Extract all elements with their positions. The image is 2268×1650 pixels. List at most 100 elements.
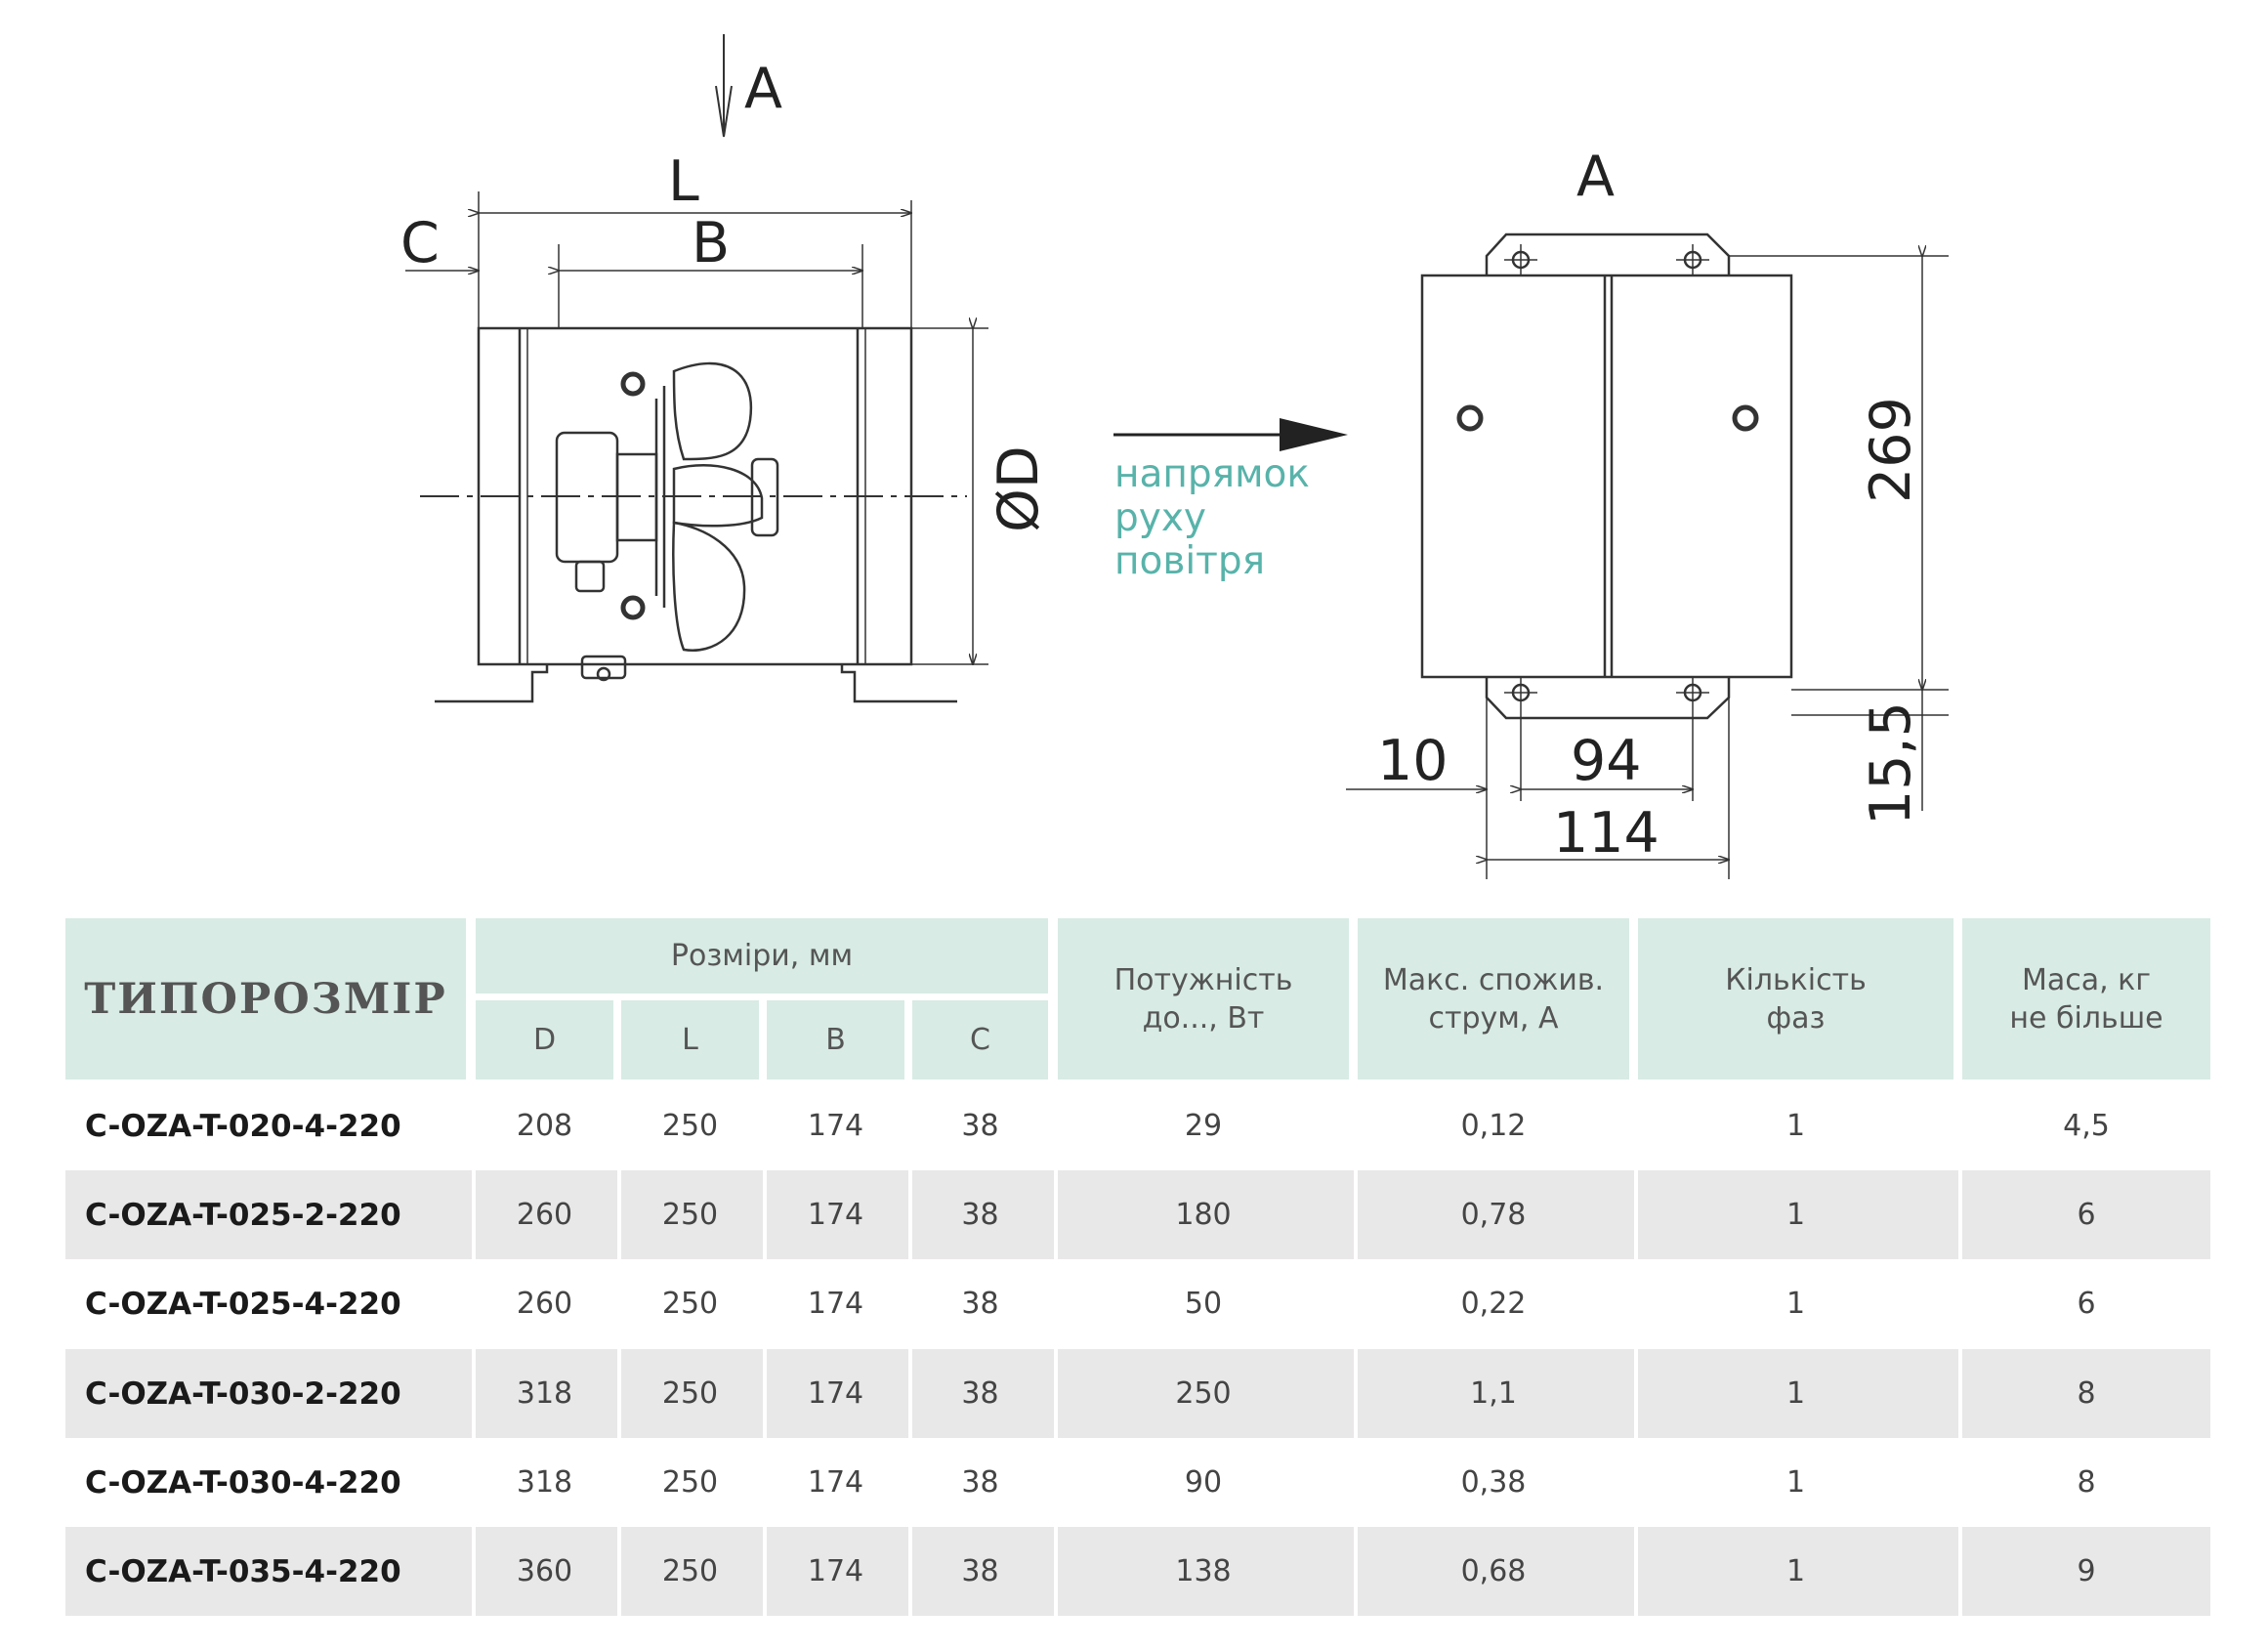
cell-power: 250	[1175, 1376, 1232, 1411]
cell-current: 0,12	[1460, 1109, 1527, 1143]
cell-l: 250	[661, 1376, 719, 1411]
header-mass-line1: Маса, кг	[2021, 962, 2152, 997]
cell-l: 250	[661, 1109, 719, 1143]
cell-current: 0,78	[1460, 1198, 1527, 1232]
airflow-text-line3: повітря	[1114, 539, 1265, 583]
column-divider	[1054, 1081, 1058, 1170]
column-divider	[1354, 1259, 1358, 1348]
column-divider	[908, 1349, 912, 1438]
column-divider	[908, 1438, 912, 1527]
column-divider	[1354, 1081, 1358, 1170]
dim-label-114: 114	[1553, 801, 1659, 866]
header-mass-line2: не більше	[2009, 1000, 2163, 1036]
cell-c: 38	[961, 1287, 999, 1321]
column-divider	[763, 1170, 767, 1259]
cell-b: 174	[807, 1198, 864, 1232]
column-divider	[617, 1259, 621, 1348]
cell-current: 0,22	[1460, 1287, 1527, 1321]
column-divider	[472, 1081, 476, 1170]
column-divider	[617, 1170, 621, 1259]
airflow-text-line1: напрямок	[1114, 452, 1310, 496]
cell-phases: 1	[1785, 1198, 1806, 1232]
dim-label-B: B	[692, 211, 730, 275]
column-divider	[617, 1438, 621, 1527]
column-divider	[1634, 1170, 1638, 1259]
column-divider	[1634, 1438, 1638, 1527]
table-row	[65, 1438, 2210, 1527]
cell-mass: 6	[2077, 1287, 2096, 1321]
column-divider	[1054, 1349, 1058, 1438]
cell-current: 0,38	[1460, 1465, 1527, 1500]
cell-mass: 8	[2077, 1376, 2096, 1411]
table-row	[65, 1349, 2210, 1438]
cell-c: 38	[961, 1465, 999, 1500]
cell-power: 138	[1175, 1554, 1232, 1588]
cell-mass: 8	[2077, 1465, 2096, 1500]
column-divider	[1354, 1170, 1358, 1259]
column-divider	[472, 1170, 476, 1259]
cell-phases: 1	[1785, 1376, 1806, 1411]
cell-model: C-OZA-T-030-2-220	[85, 1375, 401, 1412]
cell-model: C-OZA-T-020-4-220	[85, 1108, 401, 1144]
column-divider	[1634, 1349, 1638, 1438]
column-divider	[908, 1527, 912, 1616]
column-divider	[1054, 1170, 1058, 1259]
cell-model: C-OZA-T-030-4-220	[85, 1464, 401, 1501]
cell-d: 360	[516, 1554, 573, 1588]
header-l: L	[621, 1000, 759, 1079]
cell-c: 38	[961, 1376, 999, 1411]
column-divider	[617, 1527, 621, 1616]
cell-d: 318	[516, 1465, 573, 1500]
front-view	[1346, 233, 1949, 879]
cell-current: 0,68	[1460, 1554, 1527, 1588]
view-arrow-label: A	[744, 57, 782, 121]
header-power-line2: до..., Вт	[1142, 1000, 1265, 1036]
column-divider	[472, 1259, 476, 1348]
cell-b: 174	[807, 1287, 864, 1321]
cell-b: 174	[807, 1465, 864, 1500]
side-view	[405, 34, 988, 703]
header-phases: Кількість фаз	[1638, 918, 1953, 1079]
cell-l: 250	[661, 1554, 719, 1588]
column-divider	[1958, 1349, 1962, 1438]
header-current: Макс. спожив. струм, А	[1358, 918, 1629, 1079]
cell-b: 174	[807, 1109, 864, 1143]
cell-model: C-OZA-T-025-2-220	[85, 1197, 401, 1233]
cell-power: 29	[1184, 1109, 1223, 1143]
header-d: D	[476, 1000, 613, 1079]
dim-label-269: 269	[1859, 397, 1923, 503]
technical-drawing: A L B C ØD A 269 15,5 10 94 114 напрямок…	[400, 34, 1949, 879]
column-divider	[1054, 1527, 1058, 1616]
cell-d: 260	[516, 1198, 573, 1232]
cell-l: 250	[661, 1465, 719, 1500]
column-divider	[1634, 1259, 1638, 1348]
column-divider	[763, 1081, 767, 1170]
table-row	[65, 1081, 2210, 1170]
cell-d: 208	[516, 1109, 573, 1143]
column-divider	[1958, 1438, 1962, 1527]
dim-label-C: C	[400, 211, 440, 275]
view-a-label: A	[1576, 145, 1615, 209]
column-divider	[617, 1081, 621, 1170]
column-divider	[1354, 1527, 1358, 1616]
dim-label-94: 94	[1571, 729, 1642, 793]
cell-c: 38	[961, 1198, 999, 1232]
header-phases-line2: фаз	[1766, 1000, 1826, 1036]
column-divider	[763, 1349, 767, 1438]
cell-b: 174	[807, 1554, 864, 1588]
airflow-text-line2: руху	[1114, 496, 1206, 540]
cell-l: 250	[661, 1287, 719, 1321]
header-current-line2: струм, А	[1428, 1000, 1559, 1036]
dim-label-15-5: 15,5	[1859, 701, 1923, 825]
header-current-line1: Макс. спожив.	[1382, 962, 1605, 997]
cell-phases: 1	[1785, 1465, 1806, 1500]
cell-d: 260	[516, 1287, 573, 1321]
cell-power: 50	[1184, 1287, 1223, 1321]
table-row	[65, 1527, 2210, 1616]
column-divider	[1354, 1438, 1358, 1527]
header-power: Потужність до..., Вт	[1058, 918, 1349, 1079]
header-power-line1: Потужність	[1113, 962, 1293, 997]
dim-label-D: ØD	[987, 445, 1051, 532]
cell-phases: 1	[1785, 1554, 1806, 1588]
cell-mass: 4,5	[2063, 1109, 2110, 1143]
